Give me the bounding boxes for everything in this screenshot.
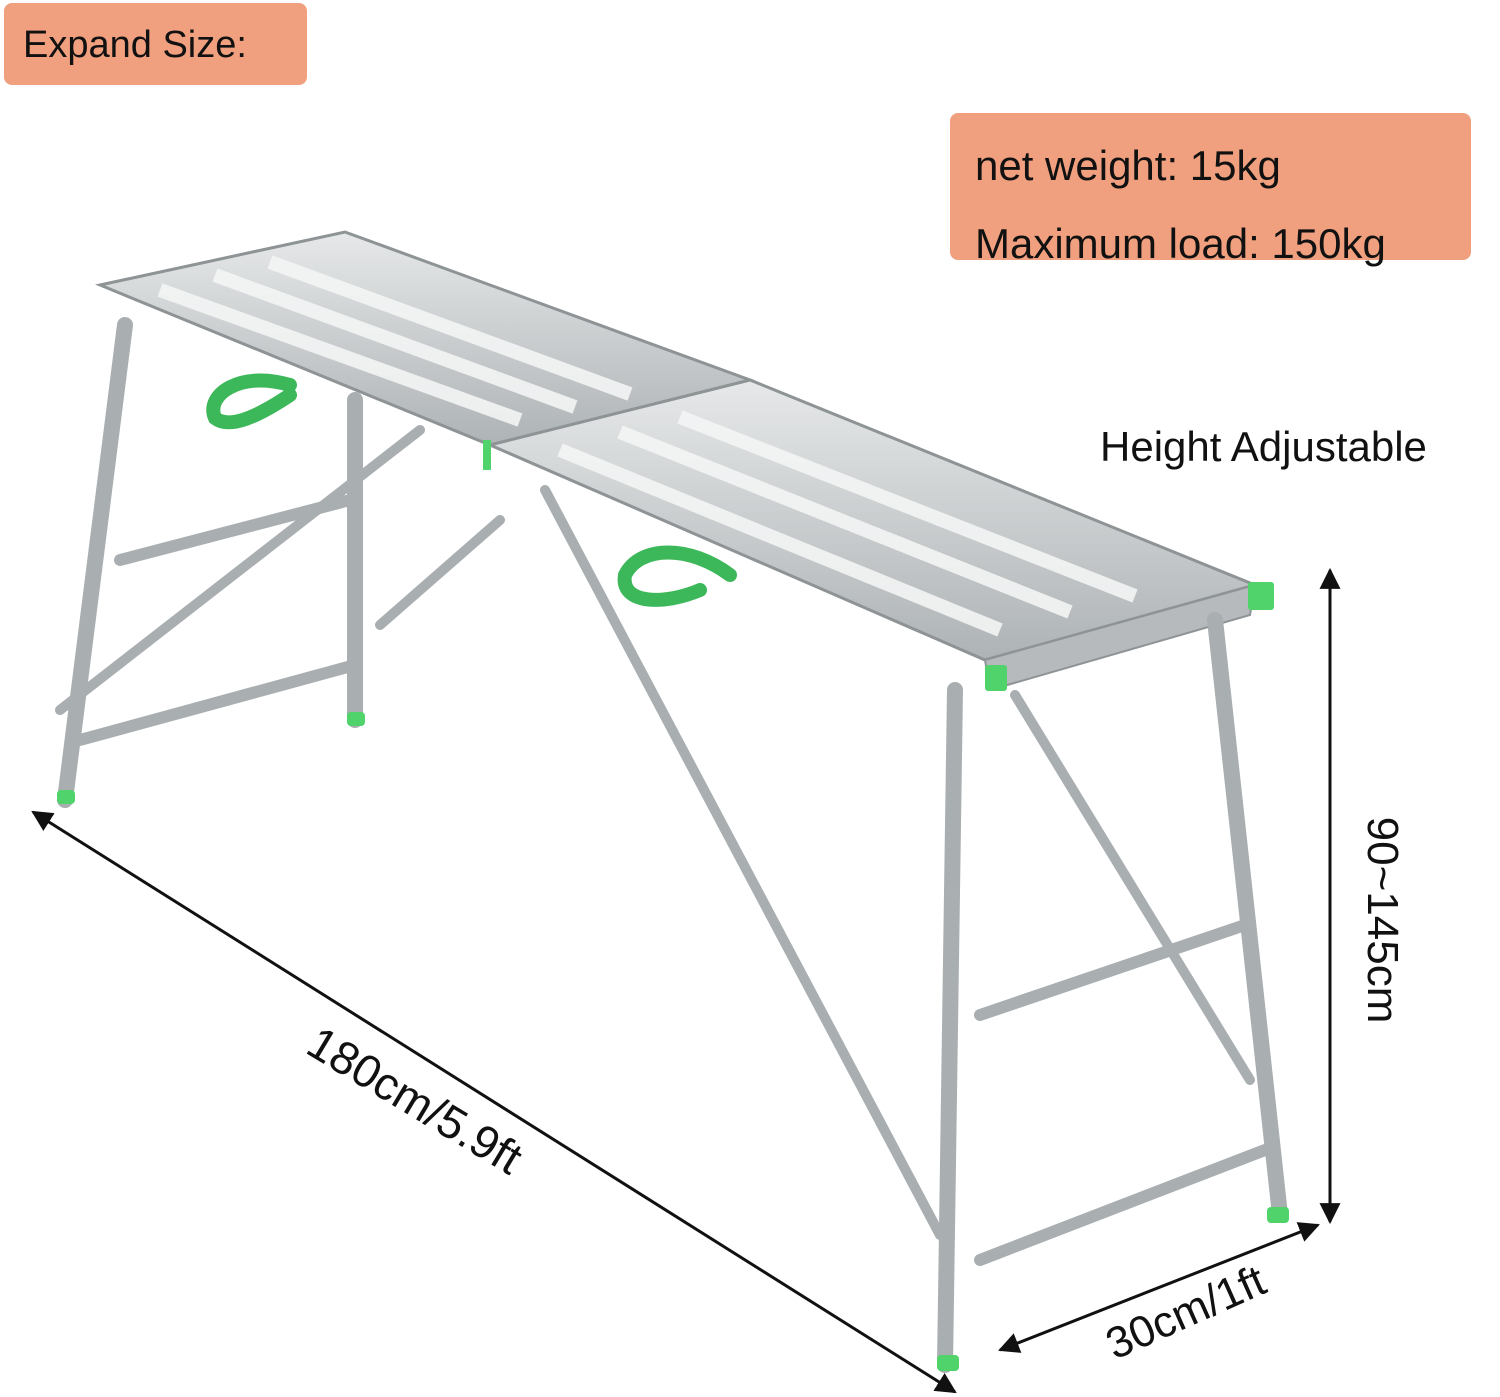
max-load-text: Maximum load: 150kg (975, 220, 1386, 267)
dimension-arrows (31, 567, 1341, 1394)
specs-badge: net weight: 15kg Maximum load: 150kg (950, 113, 1471, 267)
height-dimension-label: 90~145cm (1358, 816, 1407, 1024)
net-weight-text: net weight: 15kg (975, 142, 1281, 189)
width-arrow (998, 1222, 1320, 1353)
carry-straps (206, 373, 737, 607)
expand-size-badge: Expand Size: (4, 3, 307, 85)
platform-deck (94, 230, 1260, 692)
expand-size-text: Expand Size: (23, 24, 247, 66)
length-arrow (31, 810, 957, 1394)
height-adjustable-label: Height Adjustable (1100, 423, 1427, 470)
